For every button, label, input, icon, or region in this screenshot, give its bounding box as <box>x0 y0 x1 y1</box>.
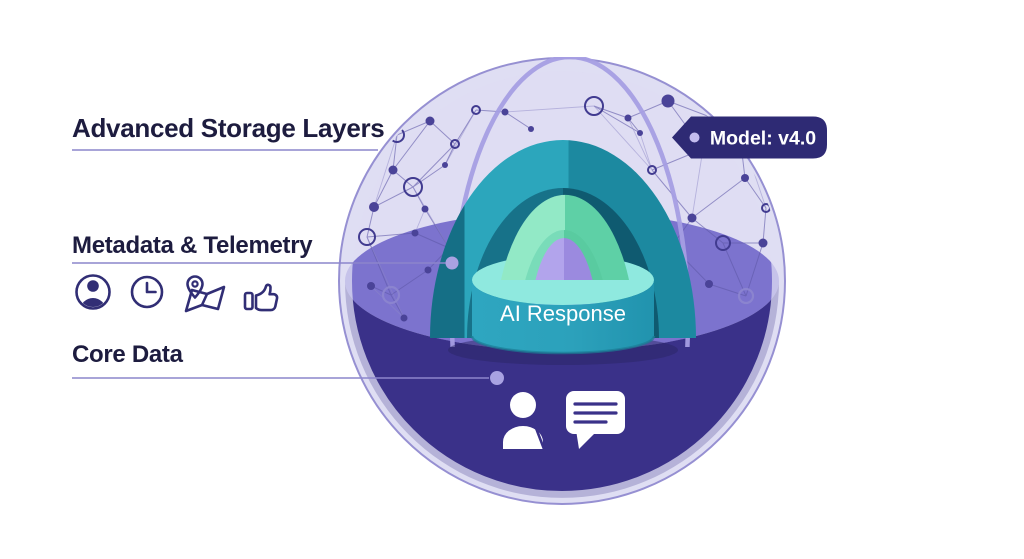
avatar-icon <box>75 274 111 310</box>
ai-response-label: AI Response <box>500 301 626 326</box>
badge-hole-icon <box>689 132 700 143</box>
cylinder-rim-front <box>472 280 654 305</box>
label-metadata-telemetry: Metadata & Telemetry <box>72 232 313 259</box>
cylinder-bottom-edge <box>470 335 656 355</box>
leader-dot-core <box>490 371 504 385</box>
user-icon <box>503 392 546 450</box>
response-cylinder <box>472 280 654 353</box>
model-badge-tag <box>672 116 827 159</box>
map-pin-icon <box>184 275 226 313</box>
bowl-core-region <box>345 281 779 498</box>
sphere-inner-glow <box>340 59 784 503</box>
chat-bubble-icon <box>566 391 625 449</box>
leader-dot-metadata <box>445 256 459 270</box>
label-advanced-storage: Advanced Storage Layers <box>72 113 384 143</box>
network-graph <box>358 94 771 322</box>
model-badge: Model: v4.0 <box>672 116 827 159</box>
thumbs-up-icon <box>243 283 279 312</box>
model-badge-label: Model: v4.0 <box>710 128 816 150</box>
label-core-data: Core Data <box>72 341 184 368</box>
clock-icon <box>130 275 164 309</box>
